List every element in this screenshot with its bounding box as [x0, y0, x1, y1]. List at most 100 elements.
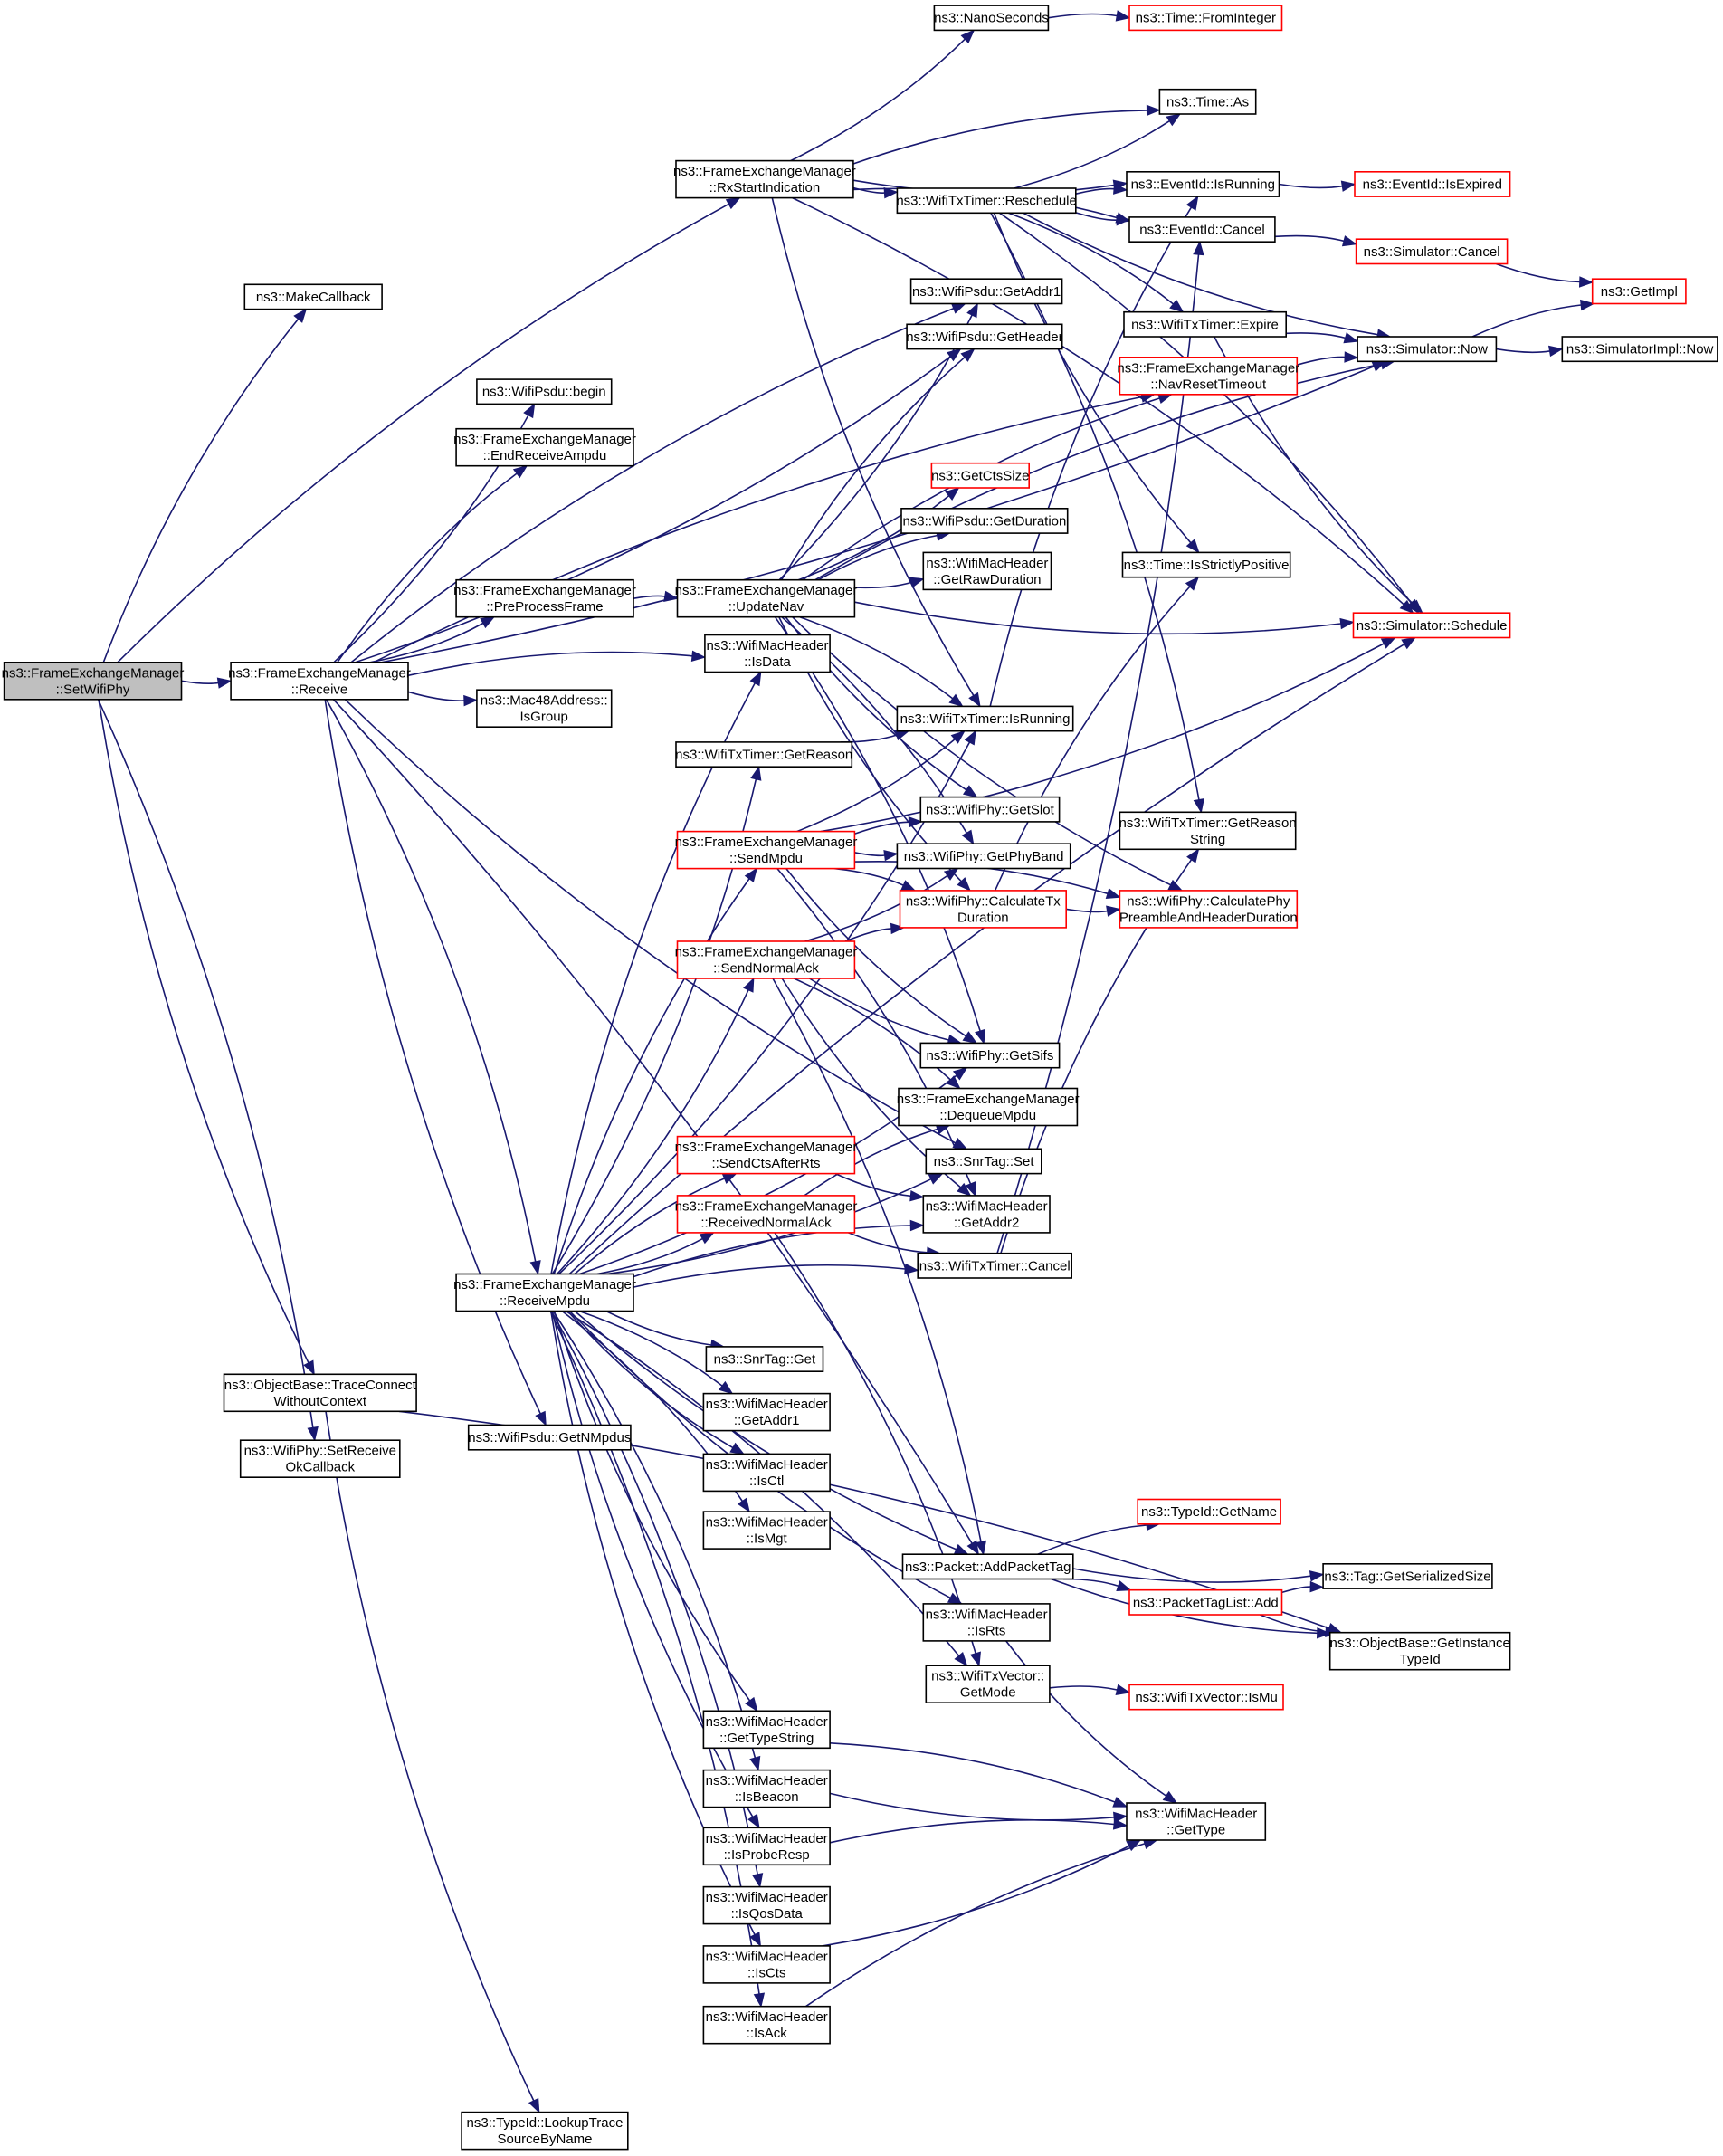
node-isrts[interactable]: ns3::WifiMacHeader::IsRts — [922, 1603, 1051, 1642]
node-isdata[interactable]: ns3::WifiMacHeader::IsData — [704, 634, 831, 673]
node-psdugetheader[interactable]: ns3::WifiPsdu::GetHeader — [906, 323, 1063, 350]
arrowhead-icon — [1185, 576, 1200, 591]
node-getaddr2[interactable]: ns3::WifiMacHeader::GetAddr2 — [922, 1195, 1051, 1234]
node-setwifiphy[interactable]: ns3::FrameExchangeManager::SetWifiPhy — [2, 661, 185, 701]
node-gettype[interactable]: ns3::WifiMacHeader::GetType — [1126, 1802, 1267, 1841]
node-box — [901, 1553, 1074, 1580]
arrowhead-icon — [1580, 299, 1595, 311]
node-makecallback[interactable]: ns3::MakeCallback — [243, 283, 383, 310]
node-snrtagset[interactable]: ns3::SnrTag::Set — [925, 1148, 1042, 1175]
node-dequeuempdu[interactable]: ns3::FrameExchangeManager::DequeueMpdu — [897, 1087, 1080, 1127]
node-isbeacon[interactable]: ns3::WifiMacHeader::IsBeacon — [702, 1769, 831, 1808]
node-label: ::GetAddr1 — [734, 1413, 800, 1428]
node-expire[interactable]: ns3::WifiTxTimer::Expire — [1123, 310, 1287, 338]
node-rxstart[interactable]: ns3::FrameExchangeManager::RxStartIndica… — [673, 159, 856, 199]
node-isqosdata[interactable]: ns3::WifiMacHeader::IsQosData — [702, 1885, 831, 1925]
node-ismu[interactable]: ns3::WifiTxVector::IsMu — [1128, 1684, 1284, 1711]
edge-reschedule-to-simschedule — [999, 212, 1412, 604]
node-label: ::IsBeacon — [735, 1789, 799, 1805]
node-snrtagget[interactable]: ns3::SnrTag::Get — [705, 1346, 824, 1373]
node-getimpl[interactable]: ns3::GetImpl — [1591, 278, 1687, 305]
arrowhead-icon — [1116, 214, 1131, 226]
node-getrawduration[interactable]: ns3::WifiMacHeader::GetRawDuration — [922, 551, 1052, 591]
node-isctl[interactable]: ns3::WifiMacHeader::IsCtl — [702, 1453, 831, 1493]
node-getnmpdus[interactable]: ns3::WifiPsdu::GetNMpdus — [467, 1424, 632, 1451]
node-isproberesp[interactable]: ns3::WifiMacHeader::IsProbeResp — [702, 1827, 831, 1866]
node-fromint[interactable]: ns3::Time::FromInteger — [1128, 5, 1283, 32]
node-box — [702, 1827, 831, 1866]
node-timeas[interactable]: ns3::Time::As — [1158, 88, 1257, 115]
node-sendmpdu[interactable]: ns3::FrameExchangeManager::SendMpdu — [675, 830, 858, 870]
node-simcancel[interactable]: ns3::Simulator::Cancel — [1355, 238, 1509, 265]
node-sendnormalack[interactable]: ns3::FrameExchangeManager::SendNormalAck — [675, 940, 858, 979]
node-preprocess[interactable]: ns3::FrameExchangeManager::PreProcessFra… — [453, 578, 636, 618]
node-isack[interactable]: ns3::WifiMacHeader::IsAck — [702, 2005, 831, 2045]
arrowhead-icon — [749, 1932, 762, 1948]
edge-sendmpdu-to-getphyband — [854, 852, 885, 857]
node-label: ns3::WifiTxTimer::Expire — [1131, 317, 1279, 332]
node-label: ::IsData — [744, 654, 791, 670]
node-getaddr1mac[interactable]: ns3::WifiMacHeader::GetAddr1 — [702, 1392, 831, 1432]
arrowhead-icon — [744, 867, 757, 882]
node-psdubegin[interactable]: ns3::WifiPsdu::begin — [476, 378, 613, 405]
arrowhead-icon — [512, 464, 528, 479]
node-label: ::IsQosData — [731, 1906, 804, 1922]
node-evcancel[interactable]: ns3::EventId::Cancel — [1128, 216, 1276, 243]
node-traceconnect[interactable]: ns3::ObjectBase::TraceConnectWithoutCont… — [223, 1373, 417, 1413]
node-tagserial[interactable]: ns3::Tag::GetSerializedSize — [1322, 1563, 1493, 1589]
edge-evisrunning-to-isexpired — [1279, 183, 1343, 189]
arrowhead-icon — [216, 677, 233, 689]
node-txtimerisrunning[interactable]: ns3::WifiTxTimer::IsRunning — [896, 705, 1074, 732]
node-receivempdu[interactable]: ns3::FrameExchangeManager::ReceiveMpdu — [453, 1273, 636, 1312]
node-calcpreamble[interactable]: ns3::WifiPhy::CalculatePhyPreambleAndHea… — [1119, 890, 1299, 929]
node-getreason[interactable]: ns3::WifiTxTimer::GetReason — [675, 741, 852, 768]
node-gettypestring[interactable]: ns3::WifiMacHeader::GetTypeString — [702, 1710, 831, 1750]
node-label: ns3::WifiPhy::GetSifs — [926, 1048, 1053, 1064]
node-receive[interactable]: ns3::FrameExchangeManager::Receive — [228, 661, 411, 701]
edge-setwifiphy-to-rxstart — [117, 203, 729, 663]
node-getmode[interactable]: ns3::WifiTxVector::GetMode — [925, 1665, 1051, 1703]
node-psdugetaddr1[interactable]: ns3::WifiPsdu::GetAddr1 — [909, 278, 1063, 305]
edge-sendmpdu-to-calctxduration — [833, 867, 904, 886]
node-updatenav[interactable]: ns3::FrameExchangeManager::UpdateNav — [675, 578, 858, 618]
edge-sendmpdu-to-txtimerisrunning — [796, 739, 956, 833]
node-navreset[interactable]: ns3::FrameExchangeManager::NavResetTimeo… — [1117, 356, 1299, 396]
node-psdugetduration[interactable]: ns3::WifiPsdu::GetDuration — [900, 507, 1069, 534]
node-endreceiveampdu[interactable]: ns3::FrameExchangeManager::EndReceiveAmp… — [453, 427, 636, 467]
node-box — [1322, 1563, 1493, 1589]
node-packettaglistadd[interactable]: ns3::PacketTagList::Add — [1128, 1588, 1283, 1616]
node-getsifs[interactable]: ns3::WifiPhy::GetSifs — [919, 1042, 1061, 1069]
node-ismgt[interactable]: ns3::WifiMacHeader::IsMgt — [702, 1511, 831, 1550]
node-sendctsafterrts[interactable]: ns3::FrameExchangeManager::SendCtsAfterR… — [675, 1135, 858, 1175]
node-getphyband[interactable]: ns3::WifiPhy::GetPhyBand — [896, 843, 1071, 870]
node-evisrunning[interactable]: ns3::EventId::IsRunning — [1126, 171, 1280, 197]
node-addpackettag[interactable]: ns3::Packet::AddPacketTag — [901, 1553, 1074, 1580]
node-simimplnow[interactable]: ns3::SimulatorImpl::Now — [1561, 336, 1718, 363]
node-reschedule[interactable]: ns3::WifiTxTimer::Reschedule — [896, 187, 1077, 215]
node-strictlypos[interactable]: ns3::Time::IsStrictlyPositive — [1121, 551, 1291, 578]
edge-isack-to-gettype — [805, 1843, 1146, 2008]
node-box — [676, 578, 856, 618]
node-simschedule[interactable]: ns3::Simulator::Schedule — [1352, 612, 1511, 639]
node-label: WithoutContext — [274, 1394, 367, 1409]
node-getctssize[interactable]: ns3::GetCtsSize — [930, 462, 1031, 489]
node-label: ns3::WifiMacHeader — [926, 556, 1048, 571]
node-box — [900, 507, 1069, 534]
node-simnow[interactable]: ns3::Simulator::Now — [1357, 336, 1498, 363]
node-isgroup[interactable]: ns3::Mac48Address::IsGroup — [476, 689, 613, 729]
arrowhead-icon — [737, 1497, 750, 1513]
node-txtimercancel[interactable]: ns3::WifiTxTimer::Cancel — [917, 1252, 1073, 1279]
node-receivednormalack[interactable]: ns3::FrameExchangeManager::ReceivedNorma… — [675, 1195, 858, 1234]
node-label: ns3::WifiMacHeader — [1135, 1807, 1257, 1822]
node-getslot[interactable]: ns3::WifiPhy::GetSlot — [919, 796, 1061, 823]
node-isexpired[interactable]: ns3::EventId::IsExpired — [1354, 171, 1511, 197]
node-nanoseconds[interactable]: ns3::NanoSeconds — [933, 5, 1050, 32]
node-gettypename[interactable]: ns3::TypeId::GetName — [1137, 1498, 1281, 1525]
node-iscts[interactable]: ns3::WifiMacHeader::IsCts — [702, 1945, 831, 1984]
arrowhead-icon — [1162, 1790, 1178, 1804]
